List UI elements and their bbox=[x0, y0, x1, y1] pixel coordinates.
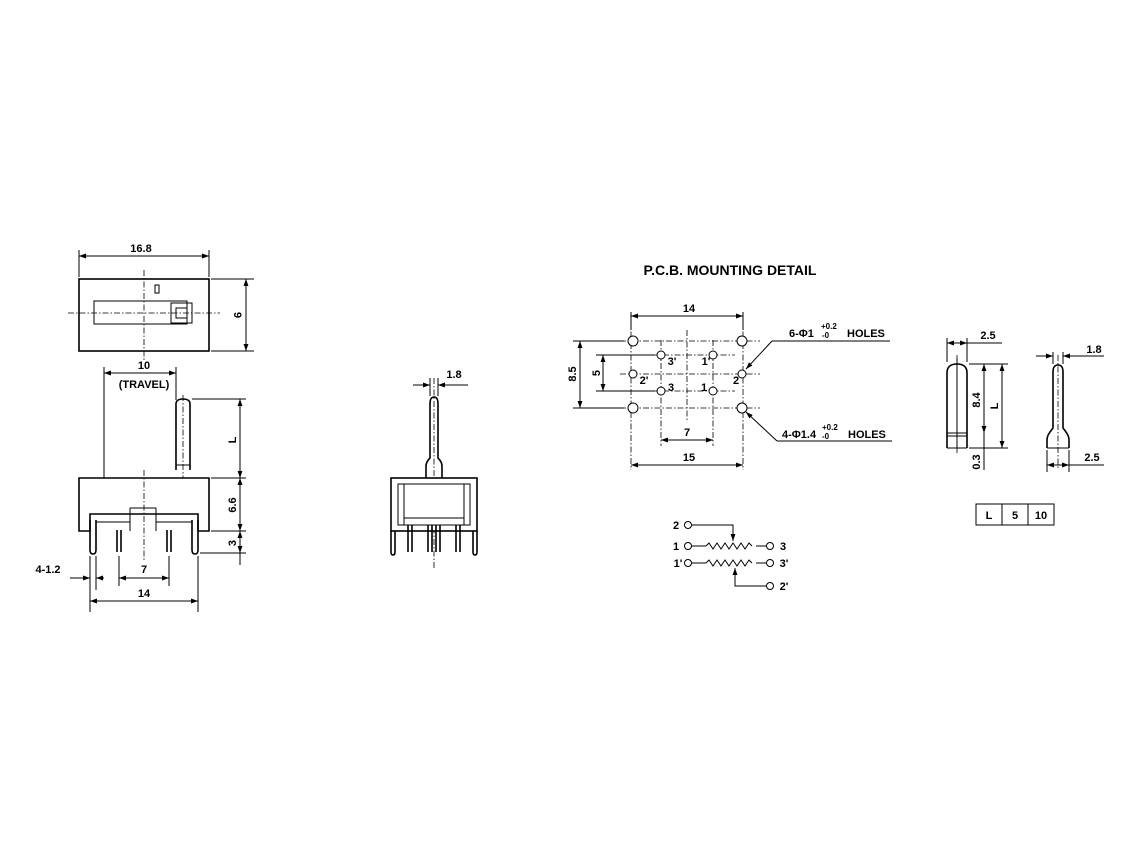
shaft-detail: 2.5 8.4 L 0.3 1.8 2.5 bbox=[946, 330, 1104, 472]
length-table: L 5 10 bbox=[975, 503, 1055, 526]
wiper-1 bbox=[692, 524, 736, 541]
pcb-pin-label: 1' bbox=[702, 356, 711, 368]
pcb-dim-8-5: 8.5 bbox=[567, 366, 579, 381]
pcb-dim-14: 14 bbox=[683, 303, 696, 315]
side-body bbox=[390, 477, 478, 532]
holes-4-suffix: HOLES bbox=[848, 429, 886, 441]
shaft-dim-1-8: 1.8 bbox=[1086, 344, 1101, 356]
dim-top-width: 16.8 bbox=[130, 243, 151, 255]
pin-hole bbox=[708, 350, 718, 360]
pcb-detail: P.C.B. MOUNTING DETAIL 3' 1' 2' 2 3 1 bbox=[567, 262, 892, 470]
dim-pin-length: 3 bbox=[227, 540, 239, 546]
pcb-pin-label: 3 bbox=[668, 382, 674, 394]
pin-hole bbox=[737, 369, 747, 379]
pcb-dim-7: 7 bbox=[684, 427, 690, 439]
dim-travel: 10 bbox=[138, 360, 150, 372]
pin-hole bbox=[628, 369, 638, 379]
dim-pin-span: 14 bbox=[138, 588, 151, 600]
schematic-label: 2 bbox=[673, 520, 679, 532]
table-header: L bbox=[986, 510, 993, 522]
holes-4-prefix: 4-Φ1.4 bbox=[782, 429, 817, 441]
shaft-dim-L: L bbox=[989, 402, 1001, 409]
shaft-dim-2-5-bottom: 2.5 bbox=[1084, 452, 1099, 464]
shaft-dim-2-5: 2.5 bbox=[980, 330, 995, 342]
shaft-detail-side bbox=[1046, 364, 1070, 448]
pcb-pin-label: 1 bbox=[701, 382, 707, 394]
pcb-pin-label: 2' bbox=[640, 375, 649, 387]
pin-1 bbox=[89, 520, 97, 555]
pin-hole bbox=[708, 386, 718, 396]
schematic: 2 1 3 1' 3' 2' bbox=[673, 520, 789, 593]
mount-hole bbox=[627, 402, 639, 414]
pin-4 bbox=[191, 520, 199, 555]
schematic-label: 2' bbox=[780, 581, 789, 593]
holes-4-tol-plus: +0.2 bbox=[822, 423, 838, 432]
mount-hole bbox=[627, 335, 639, 347]
dim-pin-pitch: 7 bbox=[141, 564, 147, 576]
holes-6-suffix: HOLES bbox=[847, 328, 885, 340]
table-value: 5 bbox=[1012, 510, 1018, 522]
pcb-pin-label: 2 bbox=[733, 375, 739, 387]
top-view: 16.8 9 bbox=[68, 243, 254, 360]
pcb-title: P.C.B. MOUNTING DETAIL bbox=[644, 262, 817, 278]
resistor-2 bbox=[705, 559, 753, 567]
pin-hole bbox=[656, 386, 666, 396]
dim-shaft-width: 1.8 bbox=[446, 369, 461, 381]
slot-mark bbox=[154, 284, 160, 294]
mount-hole bbox=[736, 402, 748, 414]
schematic-label: 1' bbox=[674, 558, 683, 570]
dim-shaft-length: L bbox=[227, 436, 239, 443]
shaft-dim-0-3: 0.3 bbox=[971, 454, 983, 469]
pcb-dim-15: 15 bbox=[683, 452, 695, 464]
side-shaft bbox=[425, 396, 443, 478]
mount-hole bbox=[736, 335, 748, 347]
side-view: 1.8 bbox=[390, 369, 478, 568]
holes-6-tol-plus: +0.2 bbox=[821, 322, 837, 331]
pcb-dim-5: 5 bbox=[591, 370, 603, 376]
holes-6-tol-minus: -0 bbox=[822, 331, 830, 340]
front-view: 10 (TRAVEL) L 6.6 3 bbox=[35, 360, 246, 612]
resistor-1 bbox=[705, 542, 753, 550]
table-value: 10 bbox=[1035, 510, 1047, 522]
travel-label: (TRAVEL) bbox=[119, 379, 170, 391]
schematic-label: 3 bbox=[780, 541, 786, 553]
dim-body-height: 6.6 bbox=[227, 497, 239, 512]
wiper-2 bbox=[732, 568, 766, 587]
schematic-label: 1 bbox=[673, 541, 679, 553]
pin-hole bbox=[656, 350, 666, 360]
shaft-dim-8-4: 8.4 bbox=[971, 391, 983, 407]
dim-pin-spec: 4-1.2 bbox=[35, 564, 60, 576]
holes-6-prefix: 6-Φ1 bbox=[789, 328, 814, 340]
pcb-pin-label: 3' bbox=[668, 356, 677, 368]
schematic-label: 3' bbox=[780, 558, 789, 570]
dim-top-height: 9 bbox=[231, 312, 243, 318]
holes-4-tol-minus: -0 bbox=[822, 432, 830, 441]
